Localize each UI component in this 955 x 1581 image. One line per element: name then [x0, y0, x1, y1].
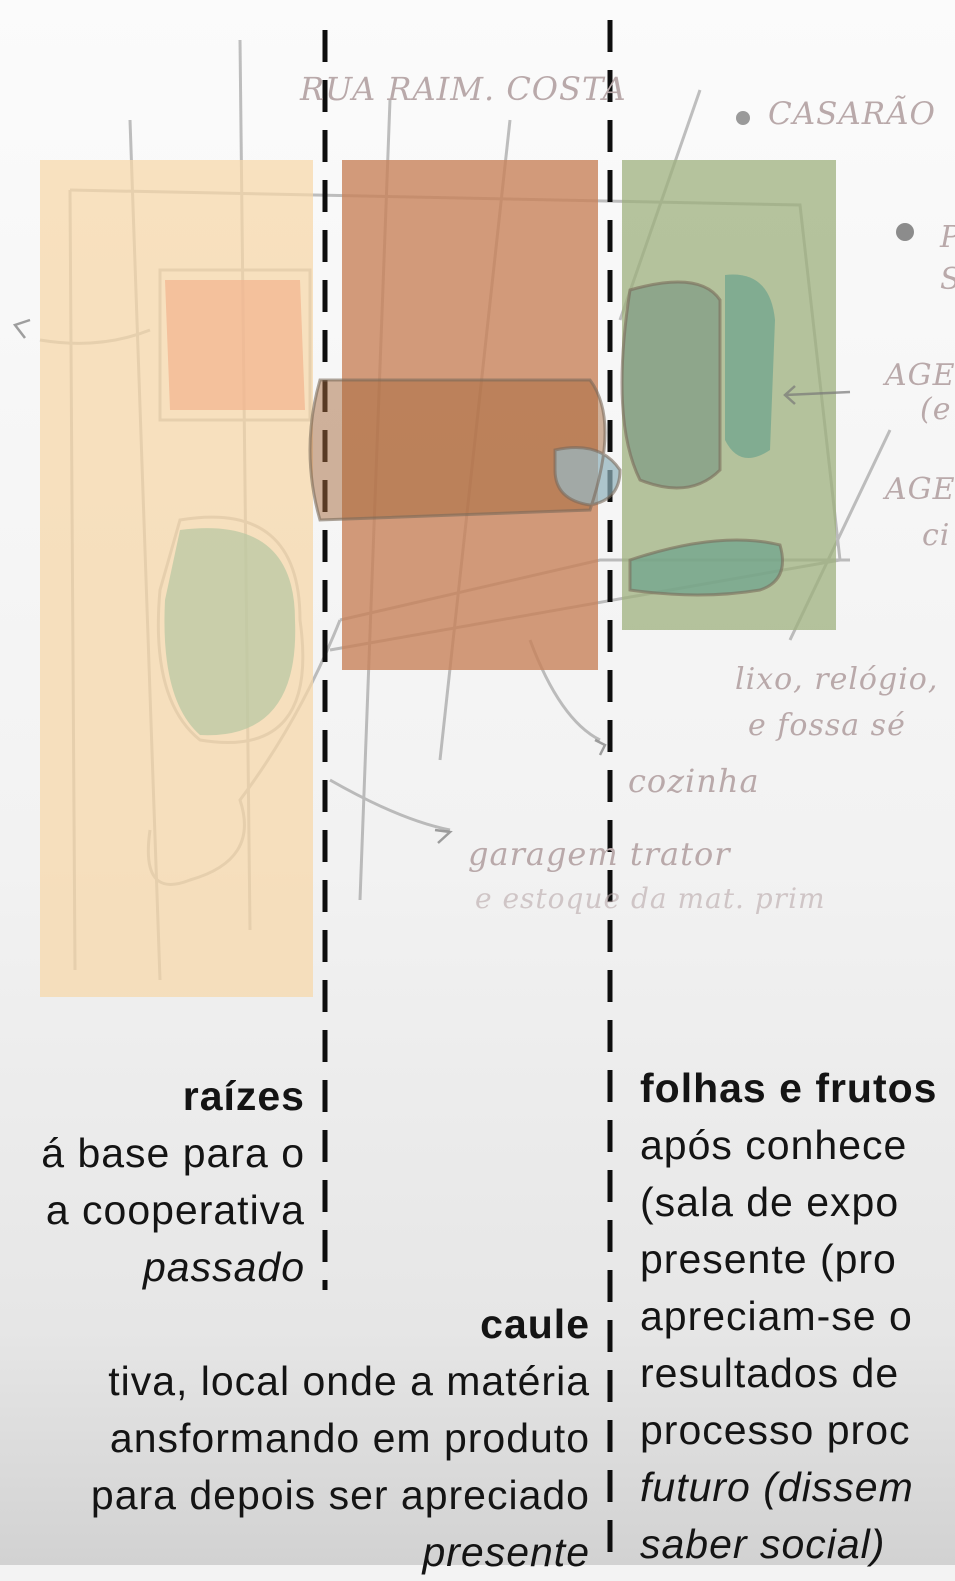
folhas-line-4: apreciam-se o	[640, 1293, 913, 1339]
folhas-line-1: após conhece	[640, 1122, 908, 1168]
estoque-label: e estoque da mat. prim	[475, 882, 826, 915]
folhas-line-5: resultados de	[640, 1350, 900, 1396]
agente1-sub-label: (e	[920, 392, 952, 427]
garagem-label: garagem trator	[468, 835, 731, 873]
sketch-outlines	[308, 280, 784, 597]
section-dividers	[322, 20, 613, 1565]
caule-title: caule	[480, 1301, 590, 1347]
legend-s-label: S	[940, 262, 955, 297]
street-label: RUA RAIM. COSTA	[300, 70, 627, 108]
folhas-line-8: saber social)	[640, 1521, 886, 1567]
caule-line-2: ansformando em produto	[109, 1415, 590, 1461]
caule-time: presente	[422, 1529, 590, 1575]
agente2-sub-label: ci	[922, 518, 951, 553]
sketch-blobs	[164, 274, 783, 736]
caule-block: caule tiva, local onde a matéria ansform…	[91, 1296, 590, 1581]
raizes-line-2: a cooperativa	[45, 1187, 305, 1233]
caule-line-3: para depois ser apreciado	[90, 1472, 590, 1518]
folhas-line-3: presente (pro	[640, 1236, 897, 1282]
folhas-title: folhas e frutos	[640, 1065, 938, 1111]
bullet-dot	[736, 111, 750, 125]
raizes-block: raízes á base para o a cooperativa passa…	[41, 1068, 305, 1296]
bullet-dot	[896, 223, 914, 241]
stem-zone	[342, 160, 598, 670]
fossa-label: e fossa sé	[748, 708, 906, 743]
folhas-line-2: (sala de expo	[640, 1179, 900, 1225]
folhas-line-7: futuro (dissem	[640, 1464, 914, 1510]
legend-p-label: P	[940, 220, 955, 255]
agente1-label: AGE	[885, 358, 955, 393]
lixo-label: lixo, relógio,	[735, 662, 939, 697]
casarao-label: CASARÃO	[768, 96, 936, 132]
folhas-block: folhas e frutos após conhece (sala de ex…	[640, 1060, 955, 1573]
raizes-time: passado	[142, 1244, 305, 1290]
cozinha-label: cozinha	[628, 762, 760, 800]
caule-line-1: tiva, local onde a matéria	[108, 1358, 590, 1404]
raizes-line-1: á base para o	[41, 1130, 305, 1176]
raizes-title: raízes	[182, 1073, 305, 1119]
folhas-line-6: processo proc	[640, 1407, 911, 1453]
agente2-label: AGE	[885, 472, 955, 507]
sketch-arrows	[12, 318, 851, 844]
